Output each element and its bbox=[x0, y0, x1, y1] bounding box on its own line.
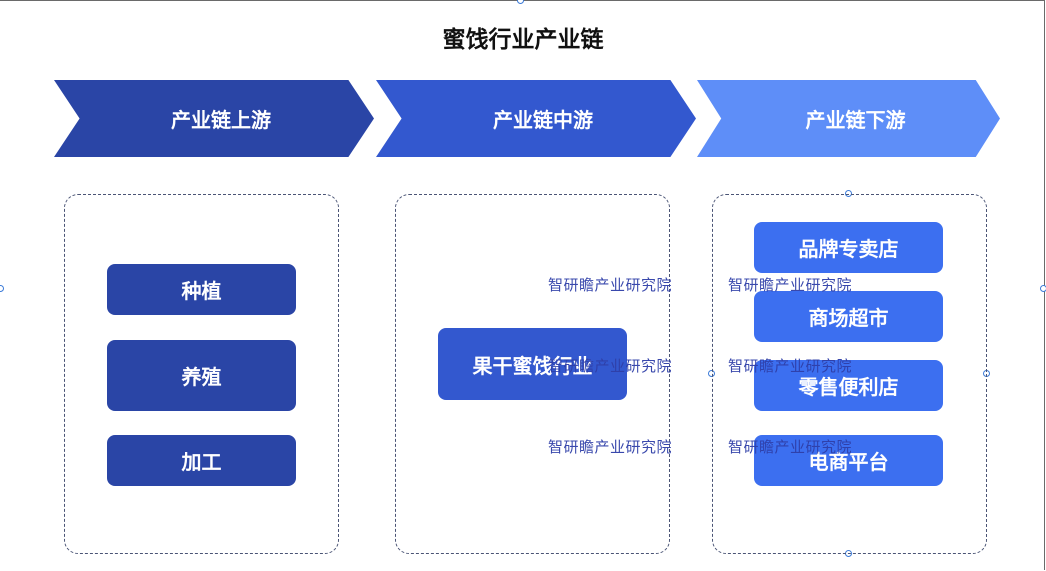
midstream-item-industry[interactable]: 果干蜜饯行业 bbox=[438, 328, 627, 400]
upstream-item-processing[interactable]: 加工 bbox=[107, 435, 296, 486]
box-handle-top[interactable] bbox=[845, 190, 852, 197]
stage-label-midstream: 产业链中游 bbox=[493, 108, 593, 132]
selection-handle-top[interactable] bbox=[517, 0, 524, 4]
diagram-title: 蜜饯行业产业链 bbox=[442, 27, 604, 53]
box-handle-left[interactable] bbox=[708, 370, 715, 377]
downstream-item-supermarket[interactable]: 商场超市 bbox=[754, 291, 943, 342]
downstream-item-convenience-store[interactable]: 零售便利店 bbox=[754, 360, 943, 411]
midstream-container bbox=[395, 194, 670, 554]
stage-arrow-downstream[interactable]: 产业链下游 bbox=[697, 80, 1000, 157]
stage-label-downstream: 产业链下游 bbox=[805, 108, 906, 132]
downstream-container bbox=[712, 194, 987, 554]
downstream-item-ecommerce[interactable]: 电商平台 bbox=[754, 435, 943, 486]
watermark-text: 智研瞻产业研究院 bbox=[548, 357, 673, 375]
watermark-text: 智研瞻产业研究院 bbox=[728, 276, 853, 294]
watermark-text: 智研瞻产业研究院 bbox=[728, 438, 853, 456]
selection-handle-right[interactable] bbox=[1040, 285, 1046, 292]
downstream-item-brand-store[interactable]: 品牌专卖店 bbox=[754, 222, 943, 273]
watermark-text: 智研瞻产业研究院 bbox=[548, 276, 673, 294]
stage-label-upstream: 产业链上游 bbox=[171, 108, 271, 132]
stage-arrow-midstream[interactable]: 产业链中游 bbox=[376, 80, 696, 157]
upstream-container bbox=[64, 194, 339, 554]
stage-arrow-upstream[interactable]: 产业链上游 bbox=[54, 80, 374, 157]
selection-handle-left[interactable] bbox=[0, 285, 4, 292]
upstream-item-breeding[interactable]: 养殖 bbox=[107, 340, 296, 411]
watermark-text: 智研瞻产业研究院 bbox=[728, 357, 853, 375]
watermark-text: 智研瞻产业研究院 bbox=[548, 438, 673, 456]
upstream-item-planting[interactable]: 种植 bbox=[107, 264, 296, 315]
